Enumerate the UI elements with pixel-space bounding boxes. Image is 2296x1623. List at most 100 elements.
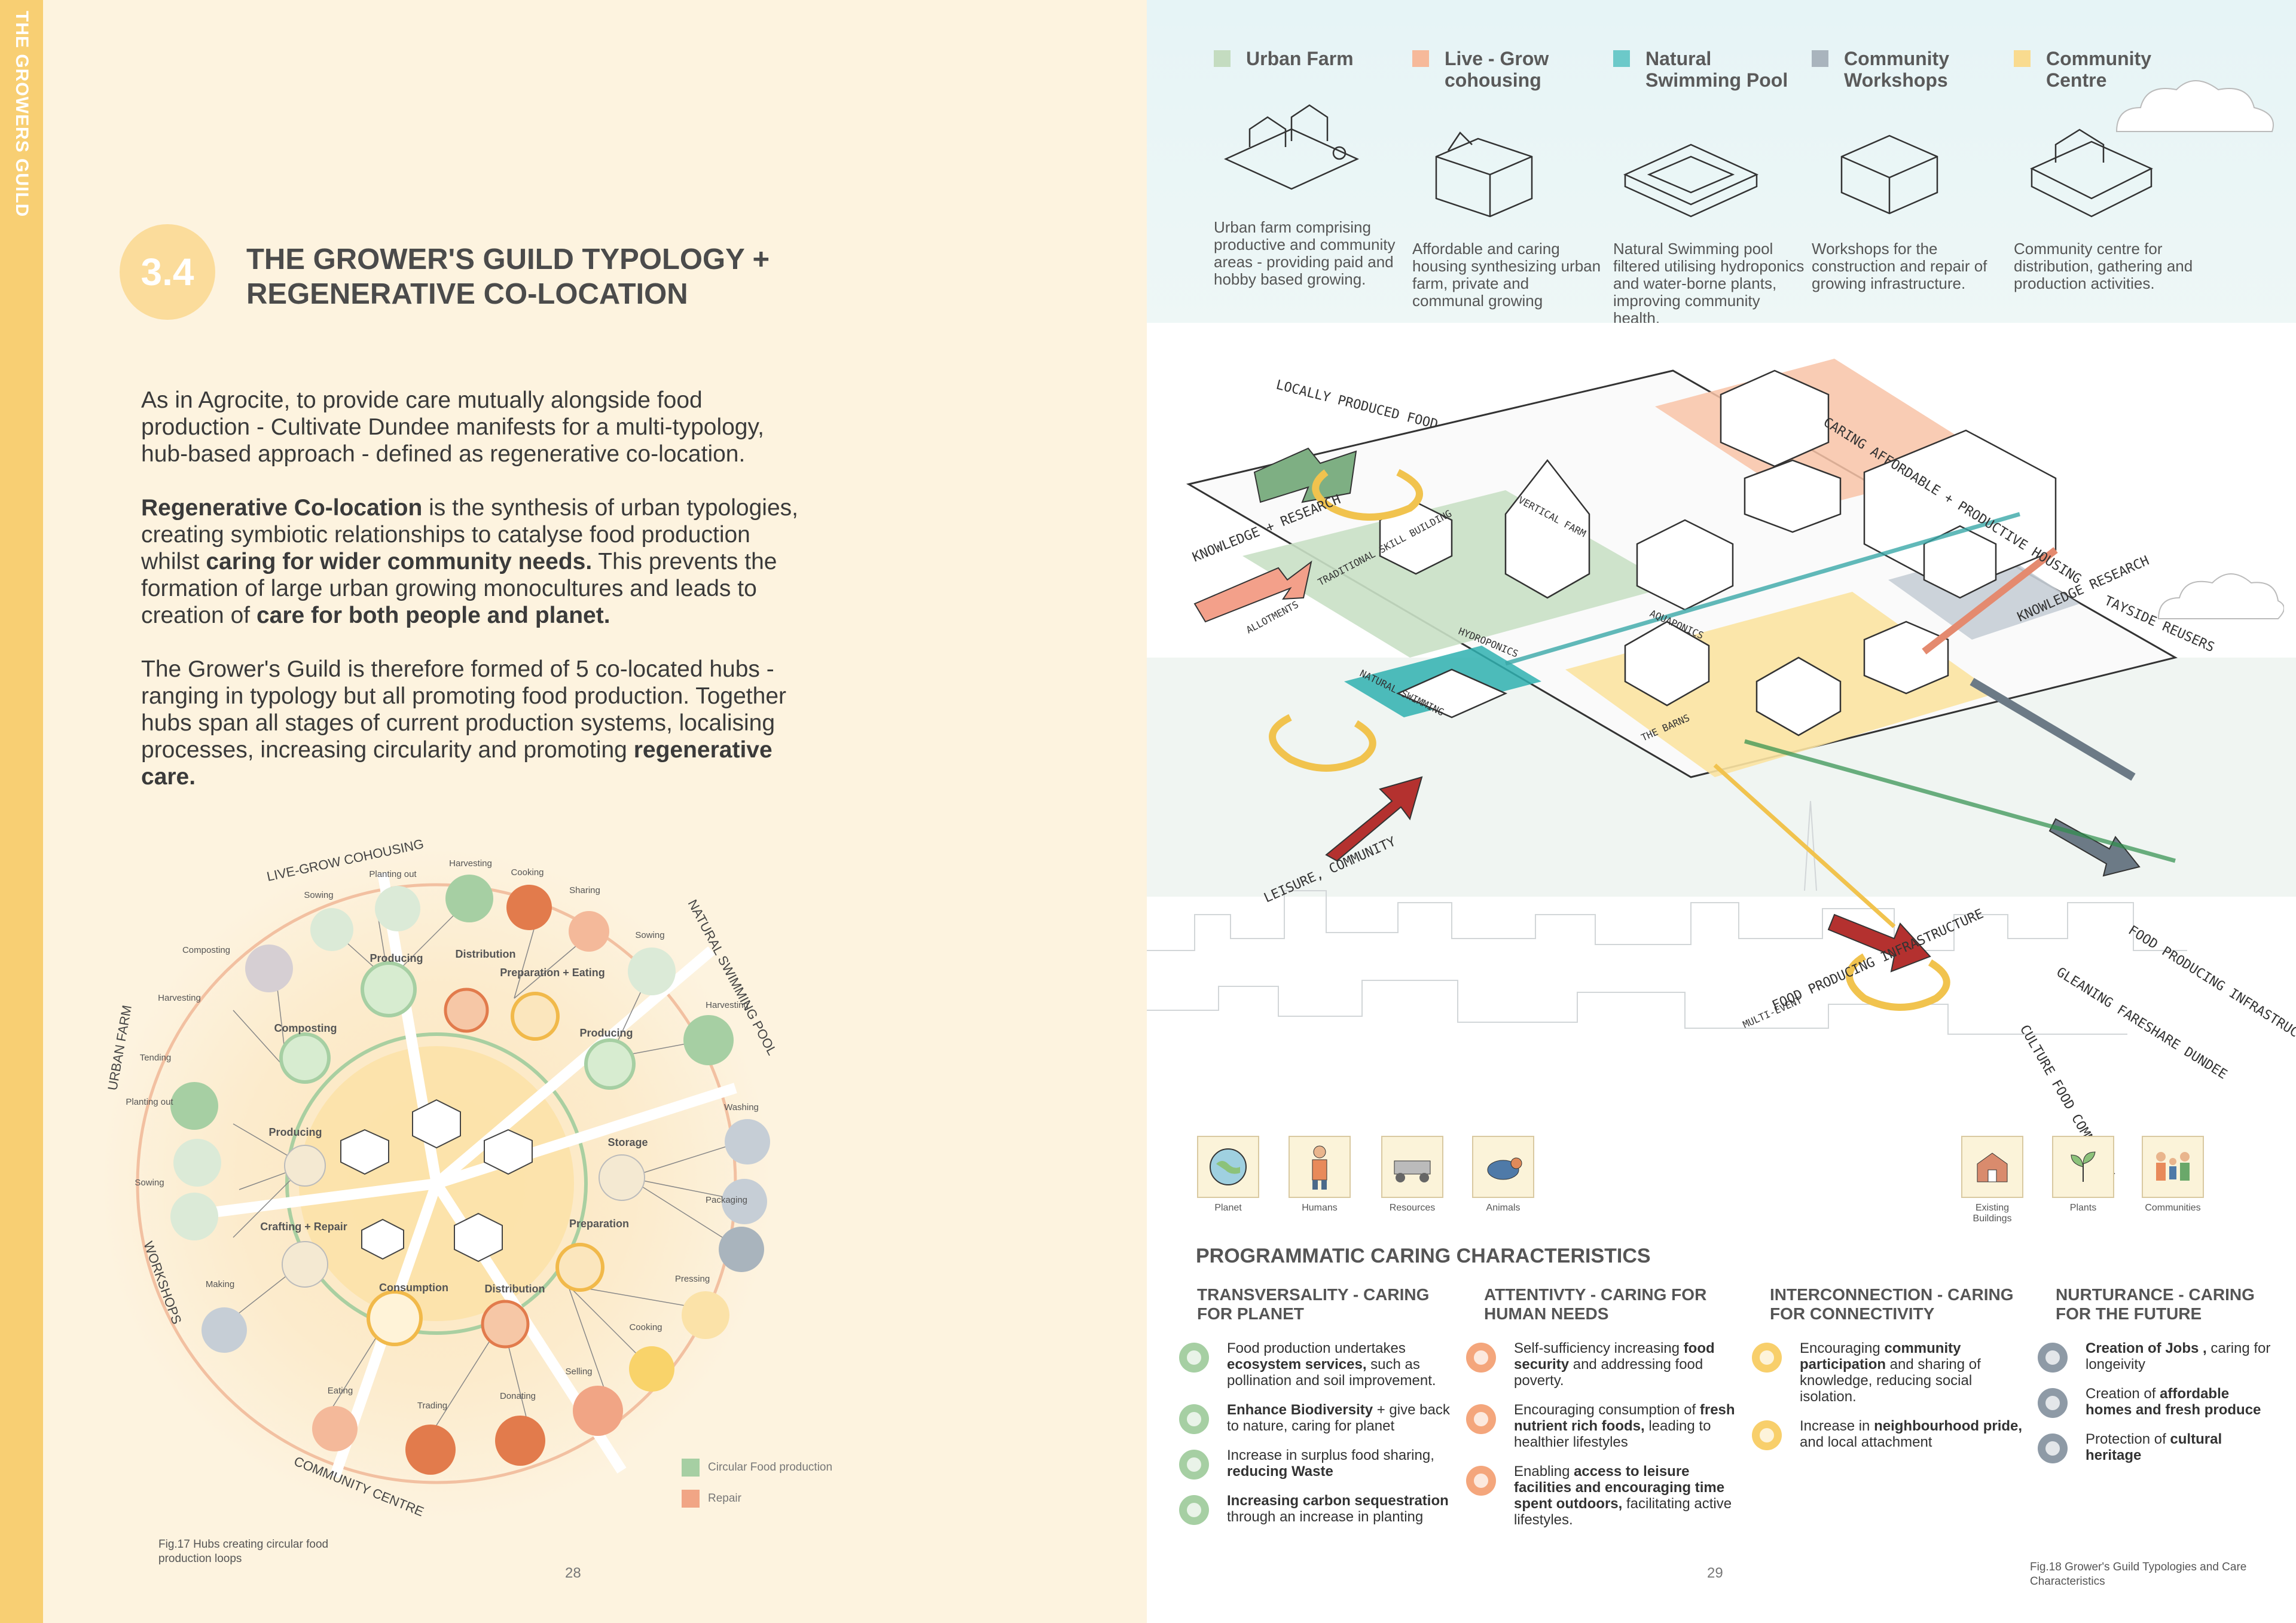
resources-icon	[1394, 1160, 1431, 1182]
inner-node-label: Distribution	[456, 948, 516, 960]
characteristic-item: Creation of affordable homes and fresh p…	[2038, 1386, 2277, 1418]
people-icon	[1752, 1343, 1782, 1373]
building-icon	[2038, 1388, 2068, 1418]
cloud-illustration	[2157, 573, 2284, 619]
programmatic-caring-title: PROGRAMMATIC CARING CHARACTERISTICS	[1196, 1245, 1651, 1267]
characteristic-item: Enhance Biodiversity + give back to natu…	[1179, 1402, 1454, 1434]
cloud-illustration	[2115, 80, 2274, 132]
paragraph-1: As in Agrocite, to provide care mutually…	[141, 387, 764, 467]
community-centre-sketch	[2030, 129, 2153, 218]
body-text: As in Agrocite, to provide care mutually…	[141, 387, 799, 817]
inner-node-label: Producing	[269, 1126, 322, 1138]
wheel-legend: Circular Food production Repair	[682, 1459, 832, 1521]
icon-communities: Communities	[2141, 1136, 2205, 1214]
typology-workshops: Community Workshops Workshops for the co…	[1812, 48, 1987, 292]
outer-node-label: Cooking	[629, 1322, 662, 1332]
city-skyline	[1147, 800, 2187, 1035]
column-interconnection: INTERCONNECTION - CARING FOR CONNECTIVIT…	[1752, 1285, 2027, 1463]
building-icon	[2038, 1343, 2068, 1373]
inner-node-label: Composting	[274, 1022, 337, 1034]
animals-icon	[1487, 1157, 1522, 1180]
outer-node-label: Packaging	[706, 1195, 747, 1205]
people-icon	[1752, 1420, 1782, 1450]
plants-icon	[2071, 1151, 2096, 1182]
leaf-icon	[1179, 1404, 1209, 1434]
leaf-icon	[1179, 1450, 1209, 1480]
inner-node-label: Preparation + Eating	[500, 967, 605, 979]
flow-arrows	[1193, 447, 2176, 973]
fig18-caption: Fig.18 Grower's Guild Typologies and Car…	[2030, 1561, 2247, 1588]
characteristic-item: Protection of cultural heritage	[2038, 1431, 2277, 1463]
outer-node-label: Tending	[140, 1053, 172, 1063]
inner-node-label: Producing	[580, 1027, 633, 1039]
legend-swatch-food	[682, 1459, 700, 1477]
typology-urban-farm: Urban Farm Urban farm comprising product…	[1214, 48, 1396, 288]
icon-planet: Planet	[1196, 1136, 1260, 1214]
paragraph-2: Regenerative Co-location is the synthesi…	[141, 495, 798, 628]
outer-node-label: Planting out	[369, 869, 417, 879]
person-icon	[1466, 1404, 1496, 1434]
spine-bar: THE GROWERS GUILD	[0, 0, 43, 1623]
leaf-icon	[1179, 1343, 1209, 1373]
swimming-pool-sketch	[1623, 143, 1759, 218]
outer-node-label: Donating	[500, 1391, 536, 1401]
person-icon	[1466, 1343, 1496, 1373]
humans-icon	[1312, 1145, 1327, 1190]
icon-plants: Plants	[2051, 1136, 2115, 1214]
typology-header: Urban Farm Urban farm comprising product…	[1214, 48, 2266, 335]
urban-farm-sketch	[1223, 104, 1360, 190]
characteristic-item: Increase in neighbourhood pride, and loc…	[1752, 1418, 2027, 1450]
outer-nodes	[170, 875, 770, 1475]
inner-node-label: Consumption	[379, 1282, 448, 1294]
characteristic-item: Encouraging community participation and …	[1752, 1340, 2027, 1405]
spine-title: THE GROWERS GUILD	[12, 11, 32, 218]
loop-arrows	[1269, 469, 1950, 1011]
icon-resources: Resources	[1380, 1136, 1445, 1214]
building-icon	[1977, 1153, 2008, 1182]
column-title: NURTURANCE - CARING FOR THE FUTURE	[2056, 1285, 2255, 1323]
column-nurturance: NURTURANCE - CARING FOR THE FUTURE Creat…	[2038, 1285, 2277, 1477]
workshops-sketch	[1840, 135, 1938, 215]
outer-node-label: Sowing	[635, 930, 664, 940]
icon-humans: Humans	[1287, 1136, 1352, 1214]
inner-nodes	[279, 961, 645, 1349]
outer-node-label: Making	[206, 1279, 234, 1289]
column-title: TRANSVERSALITY - CARING FOR PLANET	[1197, 1285, 1430, 1323]
typology-cohousing: Live - Grow cohousing Affordable and car…	[1412, 48, 1601, 310]
axonometric-site-illustration: LOCALLY PRODUCED FOOD KNOWLEDGE + RESEAR…	[1147, 323, 2296, 1208]
hub-wheel-diagram: Producing Distribution Preparation + Eat…	[102, 836, 780, 1519]
column-attentivity: ATTENTIVTY - CARING FOR HUMAN NEEDS Self…	[1466, 1285, 1741, 1541]
typology-swimming-pool: Natural Swimming Pool Natural Swimming p…	[1613, 48, 1805, 327]
outer-node-label: Sowing	[135, 1178, 164, 1188]
outer-node-label: Trading	[417, 1401, 447, 1411]
fig17-caption: Fig.17 Hubs creating circular food produ…	[158, 1538, 329, 1565]
building-sketches	[1379, 369, 2057, 736]
column-title: ATTENTIVTY - CARING FOR HUMAN NEEDS	[1484, 1285, 1707, 1323]
communities-icon	[2156, 1152, 2190, 1181]
planet-icon	[1210, 1148, 1247, 1185]
characteristic-item: Increasing carbon sequestration through …	[1179, 1493, 1454, 1525]
caring-characteristics: TRANSVERSALITY - CARING FOR PLANET Food …	[1179, 1285, 2285, 1608]
outer-node-label: Composting	[182, 945, 230, 955]
outer-node-label: Harvesting	[449, 858, 492, 869]
characteristic-item: Food production undertakes ecosystem ser…	[1179, 1340, 1454, 1389]
characteristic-item: Enabling access to leisure facilities an…	[1466, 1463, 1741, 1528]
icon-existing-buildings: Existing Buildings	[1960, 1136, 2025, 1224]
central-building-sketches	[340, 1099, 533, 1263]
outer-node-label: Sowing	[304, 890, 333, 900]
outer-node-label: Eating	[328, 1386, 353, 1396]
section-title: THE GROWER'S GUILD TYPOLOGY + REGENERATI…	[246, 242, 844, 311]
cohousing-sketch	[1435, 132, 1533, 218]
inner-node-label: Distribution	[485, 1283, 545, 1295]
characteristic-item: Creation of Jobs , caring for longeivity	[2038, 1340, 2277, 1373]
characteristic-item: Encouraging consumption of fresh nutrien…	[1466, 1402, 1741, 1450]
title-line-1: THE GROWER'S GUILD TYPOLOGY +	[246, 243, 770, 276]
building-icon	[2038, 1434, 2068, 1463]
outer-node-label: Harvesting	[706, 1000, 749, 1010]
outer-node-label: Washing	[724, 1102, 759, 1112]
typology-community-centre: Community Centre Community centre for di…	[2014, 48, 2193, 292]
title-line-2: REGENERATIVE CO-LOCATION	[246, 278, 688, 310]
outer-node-label: Cooking	[511, 867, 544, 878]
outer-node-label: Harvesting	[158, 993, 201, 1003]
care-icons-row: Planet Humans Resources Animals Existing…	[1190, 1136, 2266, 1237]
